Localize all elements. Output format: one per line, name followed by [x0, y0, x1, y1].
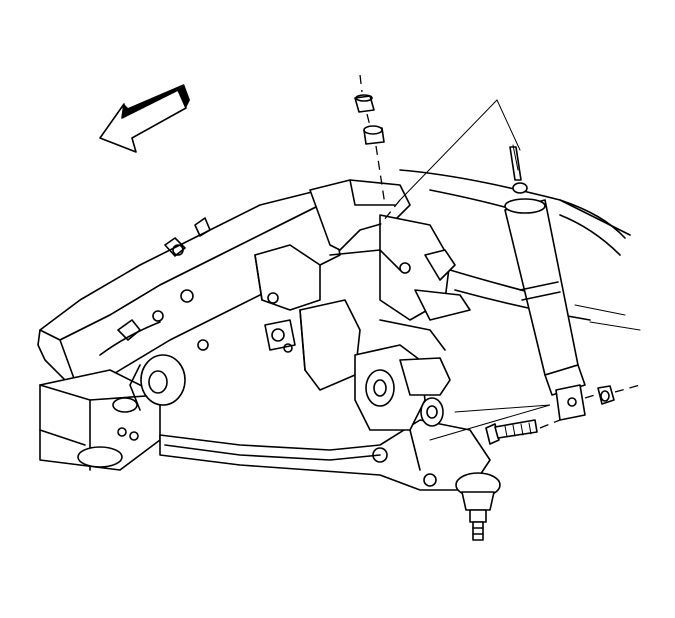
- crossmember-front: [39, 369, 161, 471]
- shock-upper-centerline-3: [375, 145, 386, 206]
- crossmember: [254, 179, 471, 391]
- shock-absorber: [504, 144, 586, 421]
- nut-centerline-2: [584, 393, 599, 399]
- leader-lines: [379, 99, 521, 226]
- shock-upper-centerline-2: [366, 113, 371, 127]
- control-arm-bushing: [129, 354, 186, 411]
- lower-arm-pivot: [354, 344, 451, 431]
- frame-rail: [37, 189, 341, 396]
- shock-upper-nut: [354, 94, 375, 113]
- ball-joint: [455, 472, 501, 541]
- nut-centerline: [614, 384, 641, 393]
- shock-upper-retainer: [363, 125, 385, 145]
- bolt-centerline: [539, 419, 561, 429]
- shock-lower-nut: [597, 385, 615, 405]
- frame-rail-background: [399, 169, 641, 331]
- bolt-leader: [429, 404, 551, 441]
- shock-lower-bolt: [485, 419, 538, 445]
- shock-upper-centerline: [359, 74, 363, 93]
- forward-direction-arrow: [99, 84, 190, 153]
- lower-control-arm: [159, 419, 491, 491]
